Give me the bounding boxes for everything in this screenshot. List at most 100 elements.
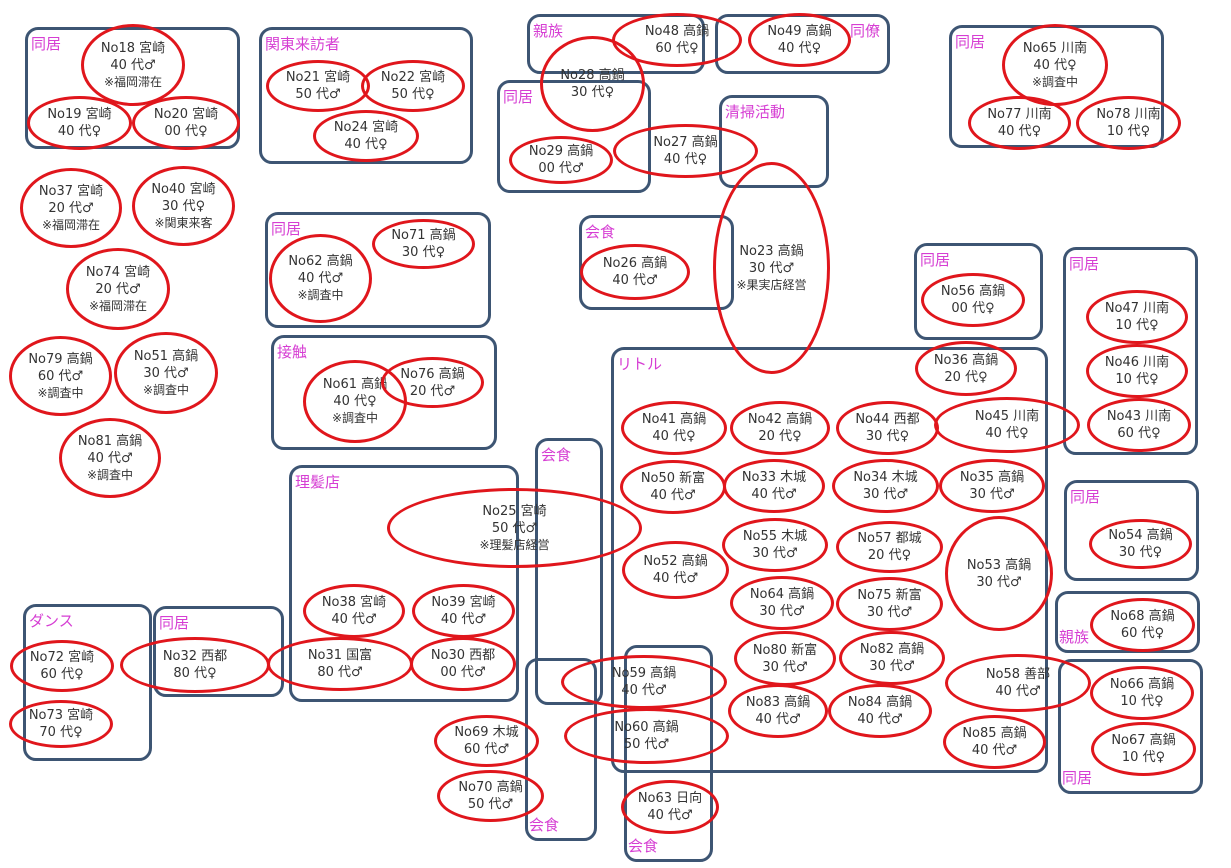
case-age-sex: 60 代♀ [1120,626,1165,641]
case-number: No40 宮崎 [151,181,216,197]
case-age-sex: 50 代♂ [623,737,670,752]
case-age-sex: 50 代♂ [295,87,341,102]
case-age-sex: 30 代♂ [759,604,805,619]
case-age-sex: 30 代♂ [862,487,909,502]
case-note: ※調査中 [37,385,84,400]
case-number: No82 高鍋 [859,642,925,657]
case-number: No38 宮崎 [321,595,387,610]
case-number: No23 高鍋 [739,243,804,259]
case-number: No64 高鍋 [749,587,815,602]
case-age-sex: 40 代♂ [857,712,903,727]
group-label: 理髪店 [295,473,341,491]
case-number: No46 川南 [1104,355,1170,370]
case-number: No34 木城 [853,470,918,485]
group-label: 親族 [533,22,564,40]
case-age-sex: 80 代♀ [173,666,217,681]
group-label: 同居 [955,33,986,51]
case-age-sex: 40 代♂ [621,683,667,698]
case-age-sex: 50 代♂ [491,520,538,536]
group-label: 清掃活動 [725,103,786,121]
case-age-sex: 10 代♀ [1106,124,1151,139]
case-number: No56 高鍋 [940,284,1006,299]
case-note: ※調査中 [142,382,190,397]
case-age-sex: 30 代♀ [161,198,206,214]
case-age-sex: 30 代♂ [969,487,1015,502]
case-age-sex: 40 代♀ [652,429,696,444]
group-box-rihatsu [289,465,519,702]
case-number: No29 高鍋 [528,144,594,159]
case-age-sex: 30 代♂ [143,365,189,381]
case-number: No33 木城 [741,470,807,485]
case-note: ※調査中 [331,411,379,425]
group-box-dojo6 [1063,247,1198,455]
case-age-sex: 00 代♀ [164,124,208,139]
case-age-sex: 10 代♀ [1120,694,1164,709]
case-number: No52 高鍋 [643,554,708,569]
case-number: No81 高鍋 [77,433,143,449]
case-number: No61 高鍋 [322,377,388,392]
group-label: 会食 [628,837,659,855]
case-number: No19 宮崎 [47,107,112,122]
case-age-sex: 70 代♀ [39,725,83,740]
case-node: No64 高鍋 30 代♂ [730,576,834,630]
case-note: ※調査中 [86,467,134,482]
case-age-sex: 30 代♂ [752,546,798,561]
case-number: No28 高鍋 [560,68,625,83]
case-number: No53 高鍋 [966,557,1032,573]
case-age-sex: 80 代♂ [317,665,363,680]
case-number: No25 宮崎 [482,503,547,519]
case-age-sex: 40 代♂ [440,612,487,627]
case-age-sex: 60 代♀ [1117,426,1161,441]
case-number: No75 新富 [857,588,922,603]
case-age-sex: 50 代♀ [391,87,435,102]
case-note: ※福岡滞在 [88,298,148,313]
group-label: 親族 [1059,628,1090,646]
case-age-sex: 00 代♂ [440,665,486,680]
group-box-dojo7 [1064,480,1199,581]
case-number: No18 宮崎 [100,40,166,56]
case-number: No22 宮崎 [380,70,446,85]
case-node: No78 川南 10 代♀ [1076,96,1181,150]
group-label: ダンス [29,612,74,630]
case-age-sex: 40 代♀ [344,137,388,152]
group-label: 会食 [585,223,616,241]
case-age-sex: 60 代♀ [655,41,699,56]
case-number: No49 高鍋 [767,24,832,39]
case-note: ※福岡滞在 [41,217,101,232]
case-age-sex: 30 代♀ [865,429,910,444]
group-box-dojo5 [265,212,491,328]
case-number: No78 川南 [1096,107,1161,122]
case-number: No55 木城 [742,529,808,544]
case-number: No67 高鍋 [1111,733,1176,748]
case-age-sex: 40 代♂ [755,712,801,727]
case-number: No57 都城 [857,531,922,546]
